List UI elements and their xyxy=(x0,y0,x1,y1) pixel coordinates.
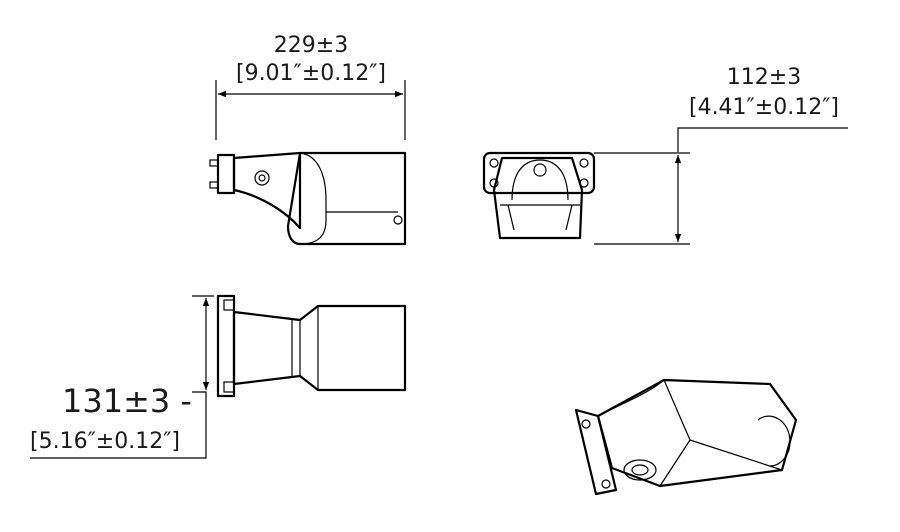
side-view xyxy=(209,151,407,246)
length-imperial-label: [9.01″±0.12″] xyxy=(236,61,386,86)
top-view xyxy=(216,294,407,398)
height-metric-label: 112±3 xyxy=(727,65,801,90)
width-dimension: 131±3 - [5.16″±0.12″] xyxy=(30,295,214,459)
height-dimension: 112±3 [4.41″±0.12″] xyxy=(594,65,848,245)
width-metric-label: 131±3 - xyxy=(62,382,192,420)
width-imperial-label: [5.16″±0.12″] xyxy=(30,429,180,454)
length-dimension: 229±3 [9.01″±0.12″] xyxy=(215,33,406,140)
isometric-view xyxy=(574,378,798,496)
front-view xyxy=(482,151,596,240)
height-imperial-label: [4.41″±0.12″] xyxy=(689,95,839,120)
length-metric-label: 229±3 xyxy=(274,33,348,58)
